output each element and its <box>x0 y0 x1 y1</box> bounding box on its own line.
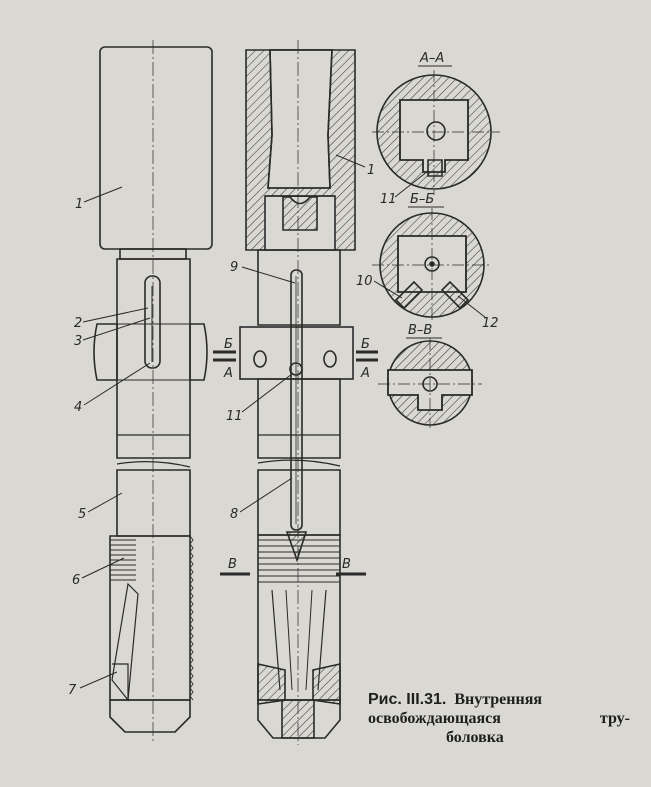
nose <box>109 699 191 733</box>
label-6: 6 <box>72 573 80 588</box>
section-vv-drawing <box>378 338 482 428</box>
part-1-body <box>99 46 213 250</box>
slot <box>144 275 161 369</box>
slip <box>111 582 139 702</box>
label-11-section: 11 <box>380 192 397 207</box>
section-markers <box>213 350 378 576</box>
cut-a-left: А <box>223 366 233 381</box>
caption-line-2a: освобождающаяся <box>368 710 501 727</box>
label-9: 9 <box>230 260 238 275</box>
label-11-mid: 11 <box>226 409 243 424</box>
label-12: 12 <box>482 316 499 331</box>
section-bb-drawing <box>372 208 492 322</box>
middle-section-view <box>239 40 356 745</box>
serration <box>189 535 194 701</box>
label-4: 4 <box>74 400 82 415</box>
cut-a-right: А <box>360 366 370 381</box>
label-2: 2 <box>74 316 82 331</box>
label-1-left: 1 <box>75 197 83 212</box>
section-aa-drawing <box>372 70 500 195</box>
mandrel-lower <box>116 469 191 537</box>
mandrel-mid <box>257 249 341 326</box>
caption-line-1: Внутренняя <box>454 691 543 708</box>
cut-b-right: Б <box>361 337 370 352</box>
label-8: 8 <box>230 507 238 522</box>
cut-v-left: В <box>228 557 237 572</box>
section-title-bb: Б–Б <box>410 192 434 207</box>
cut-b-left: Б <box>224 337 233 352</box>
section-title-aa: А–А <box>419 51 444 66</box>
caption-line-3: боловка <box>446 729 504 746</box>
leader-lines <box>79 154 487 689</box>
label-7: 7 <box>68 683 77 698</box>
caption-line-2b: тру- <box>599 710 630 727</box>
thread-left <box>110 539 136 581</box>
label-10: 10 <box>356 274 373 289</box>
left-exterior-view <box>93 40 213 742</box>
label-5: 5 <box>78 507 86 522</box>
collar-right <box>189 323 208 381</box>
mandrel-upper <box>116 258 191 459</box>
section-title-vv: В–В <box>408 323 432 338</box>
label-3: 3 <box>74 334 82 349</box>
caption-number: Рис. III.31. <box>368 691 447 708</box>
collar-left <box>93 323 118 381</box>
rod-8 <box>290 269 303 531</box>
figure-caption: Рис. III.31. Внутренняя освобождающаяся … <box>368 690 630 747</box>
cut-v-right: В <box>342 557 351 572</box>
label-1-right: 1 <box>367 163 375 178</box>
